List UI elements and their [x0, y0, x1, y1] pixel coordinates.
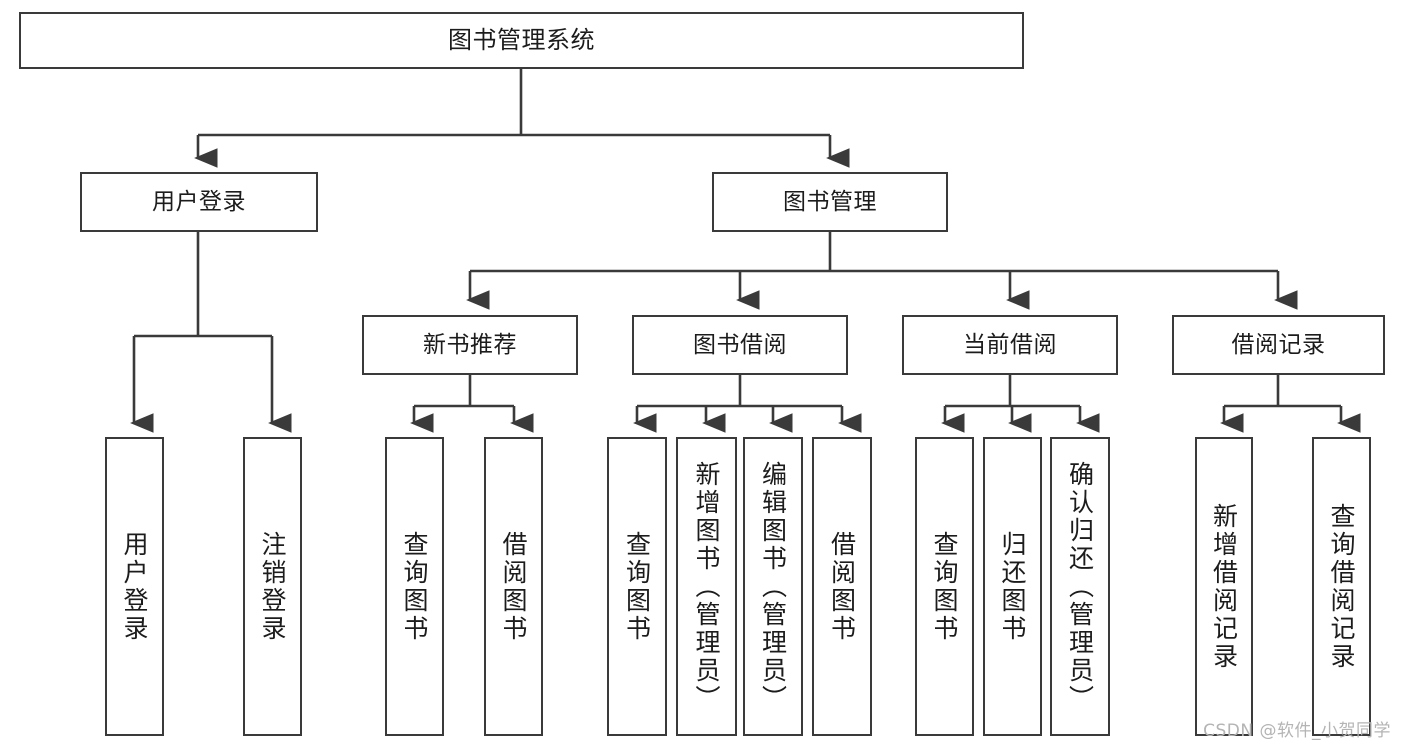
- node-current-borrow[interactable]: 当前借阅: [902, 315, 1118, 375]
- leaf-edit-book-label: 编辑图书（管理员）: [758, 460, 788, 713]
- leaf-query-record-label: 查询借阅记录: [1327, 502, 1356, 671]
- leaf-add-book[interactable]: 新增图书（管理员）: [676, 437, 737, 736]
- leaf-borrow-book-1[interactable]: 借阅图书: [484, 437, 543, 736]
- node-user-login-label: 用户登录: [152, 188, 246, 215]
- leaf-borrow-book-1-label: 借阅图书: [499, 530, 528, 643]
- node-new-book-recommend-label: 新书推荐: [423, 331, 517, 358]
- node-book-borrow-label: 图书借阅: [693, 331, 787, 358]
- leaf-confirm-return[interactable]: 确认归还（管理员）: [1050, 437, 1110, 736]
- leaf-return-book[interactable]: 归还图书: [983, 437, 1042, 736]
- node-root[interactable]: 图书管理系统: [19, 12, 1024, 69]
- leaf-query-book-1[interactable]: 查询图书: [385, 437, 444, 736]
- leaf-borrow-book-2-label: 借阅图书: [827, 530, 857, 643]
- node-borrow-record-label: 借阅记录: [1231, 331, 1326, 358]
- leaf-logout-label: 注销登录: [258, 530, 287, 643]
- node-root-label: 图书管理系统: [448, 25, 595, 54]
- leaf-add-record-label: 新增借阅记录: [1209, 502, 1239, 671]
- leaf-return-book-label: 归还图书: [998, 530, 1027, 643]
- leaf-user-login-label: 用户登录: [120, 530, 149, 643]
- node-user-login[interactable]: 用户登录: [80, 172, 318, 232]
- leaf-logout[interactable]: 注销登录: [243, 437, 302, 736]
- leaf-add-record[interactable]: 新增借阅记录: [1195, 437, 1253, 736]
- leaf-add-book-label: 新增图书（管理员）: [692, 460, 721, 713]
- node-new-book-recommend[interactable]: 新书推荐: [362, 315, 578, 375]
- leaf-query-book-1-label: 查询图书: [400, 530, 429, 643]
- watermark-text: CSDN @软件_小贺同学: [1203, 721, 1391, 741]
- leaf-confirm-return-label: 确认归还（管理员）: [1065, 460, 1095, 713]
- leaf-query-book-3-label: 查询图书: [930, 530, 959, 643]
- leaf-query-book-2[interactable]: 查询图书: [607, 437, 667, 736]
- node-book-borrow[interactable]: 图书借阅: [632, 315, 848, 375]
- leaf-query-record[interactable]: 查询借阅记录: [1312, 437, 1371, 736]
- leaf-query-book-2-label: 查询图书: [622, 530, 652, 643]
- leaf-user-login[interactable]: 用户登录: [105, 437, 164, 736]
- node-book-manage[interactable]: 图书管理: [712, 172, 948, 232]
- node-current-borrow-label: 当前借阅: [963, 331, 1057, 358]
- leaf-query-book-3[interactable]: 查询图书: [915, 437, 974, 736]
- leaf-edit-book[interactable]: 编辑图书（管理员）: [743, 437, 803, 736]
- node-book-manage-label: 图书管理: [783, 188, 877, 215]
- leaf-borrow-book-2[interactable]: 借阅图书: [812, 437, 872, 736]
- node-borrow-record[interactable]: 借阅记录: [1172, 315, 1385, 375]
